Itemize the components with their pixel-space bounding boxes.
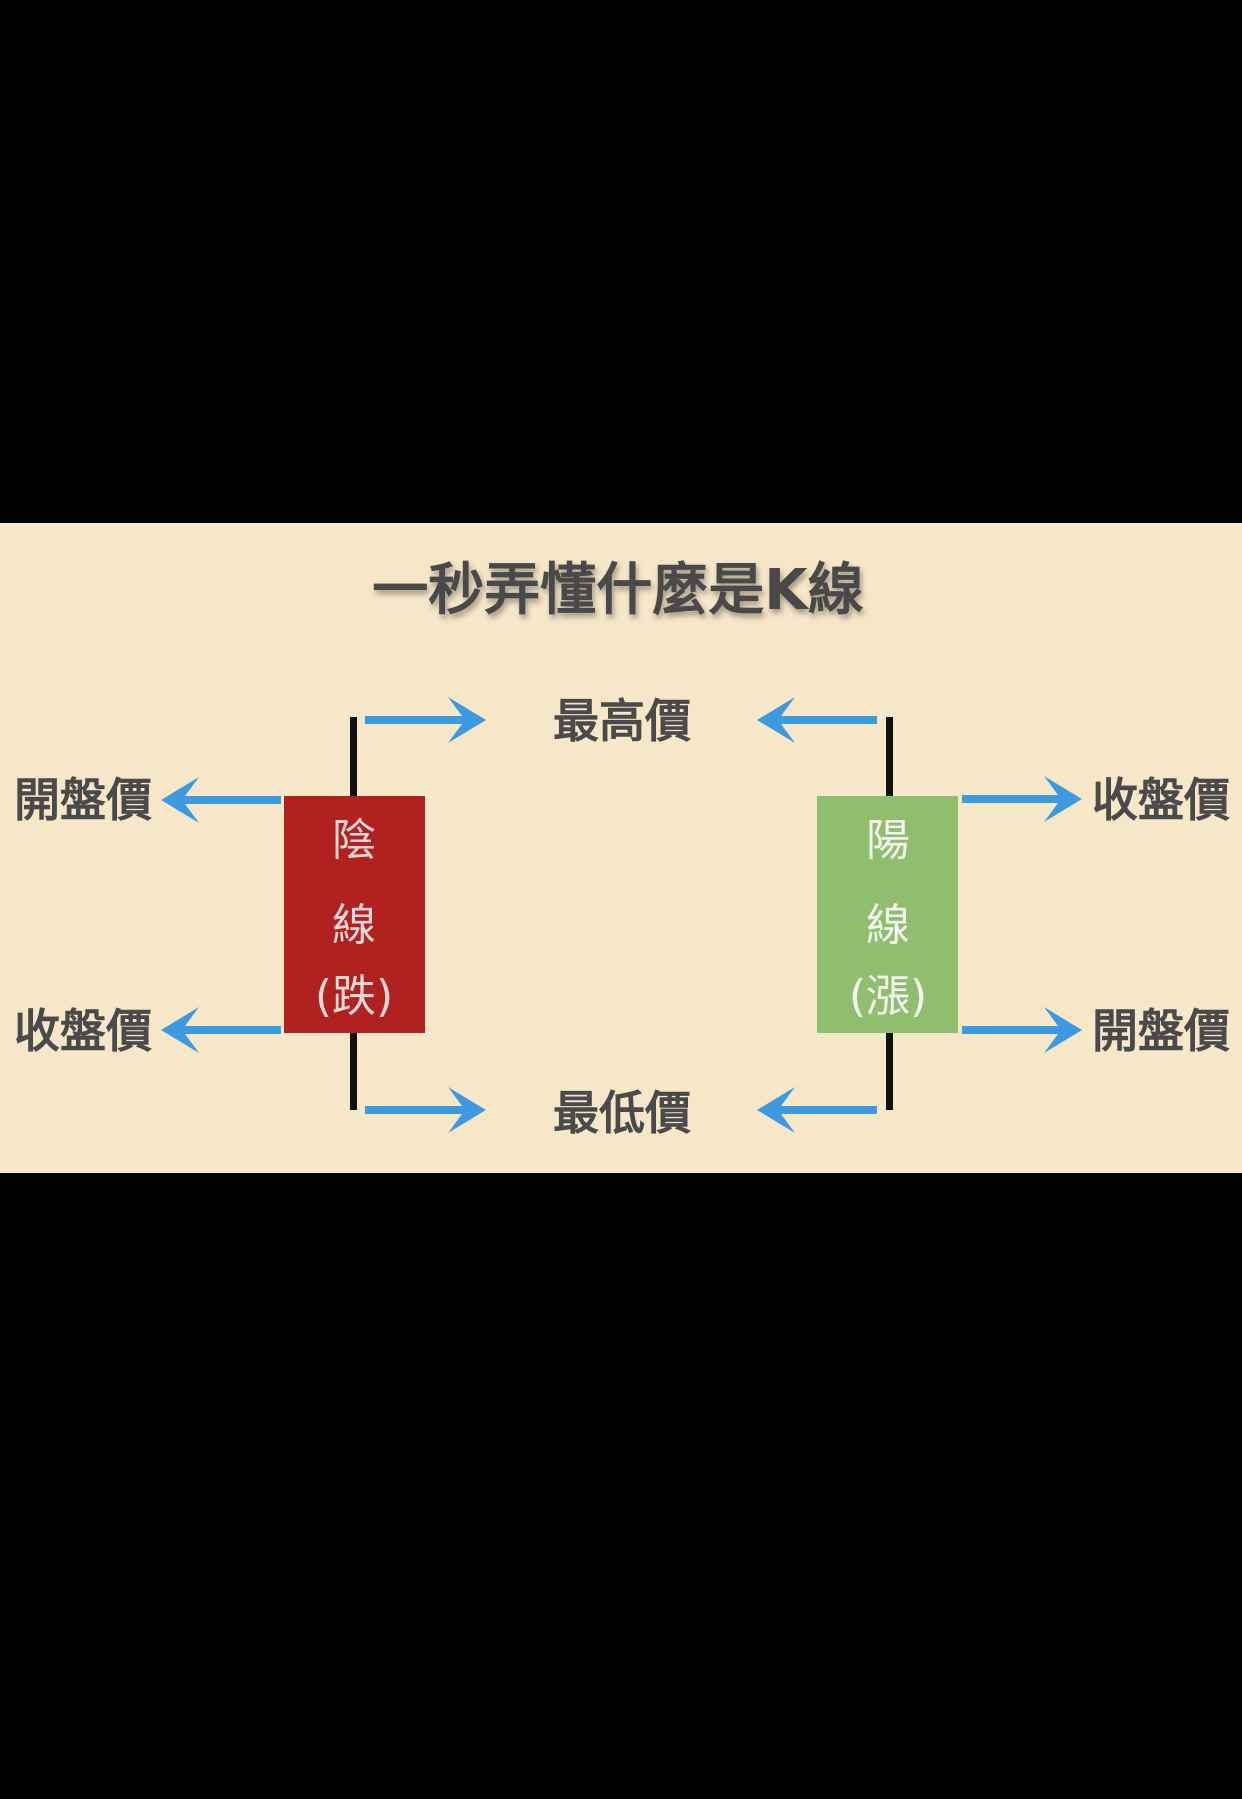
bearish-label-1: 陰 [332,815,376,866]
arrow-left-icon [757,1087,877,1133]
bearish-candle-body [284,796,425,1033]
arrow-left-icon [161,1007,281,1053]
arrow-right-icon [962,776,1082,822]
bullish-candle-body [817,796,958,1033]
bearish-label-3: (跌) [315,971,393,1022]
diagram-canvas: 一秒弄懂什麼是K線 陰 線 (跌) 陽 線 (漲) 最高價 最低價 開盤價 收盤… [14,558,1230,1140]
arrow-right-icon [365,1087,486,1133]
diagram-title: 一秒弄懂什麼是K線 [372,558,863,623]
bearish-open-label: 開盤價 [14,773,152,827]
bullish-label-2: 線 [866,900,910,951]
label-high-price: 最高價 [553,694,691,748]
k-line-diagram: 一秒弄懂什麼是K線 陰 線 (跌) 陽 線 (漲) 最高價 最低價 開盤價 收盤… [0,523,1242,1173]
arrow-right-icon [365,697,486,743]
bullish-open-label: 開盤價 [1092,1004,1230,1058]
bullish-close-label: 收盤價 [1092,773,1230,827]
bearish-close-label: 收盤價 [14,1004,152,1058]
label-low-price: 最低價 [553,1086,691,1140]
arrow-left-icon [161,777,281,823]
bearish-label-2: 線 [332,900,376,951]
bullish-label-1: 陽 [866,815,910,866]
arrow-left-icon [757,697,877,743]
arrow-right-icon [962,1007,1082,1053]
bullish-label-3: (漲) [849,971,927,1022]
